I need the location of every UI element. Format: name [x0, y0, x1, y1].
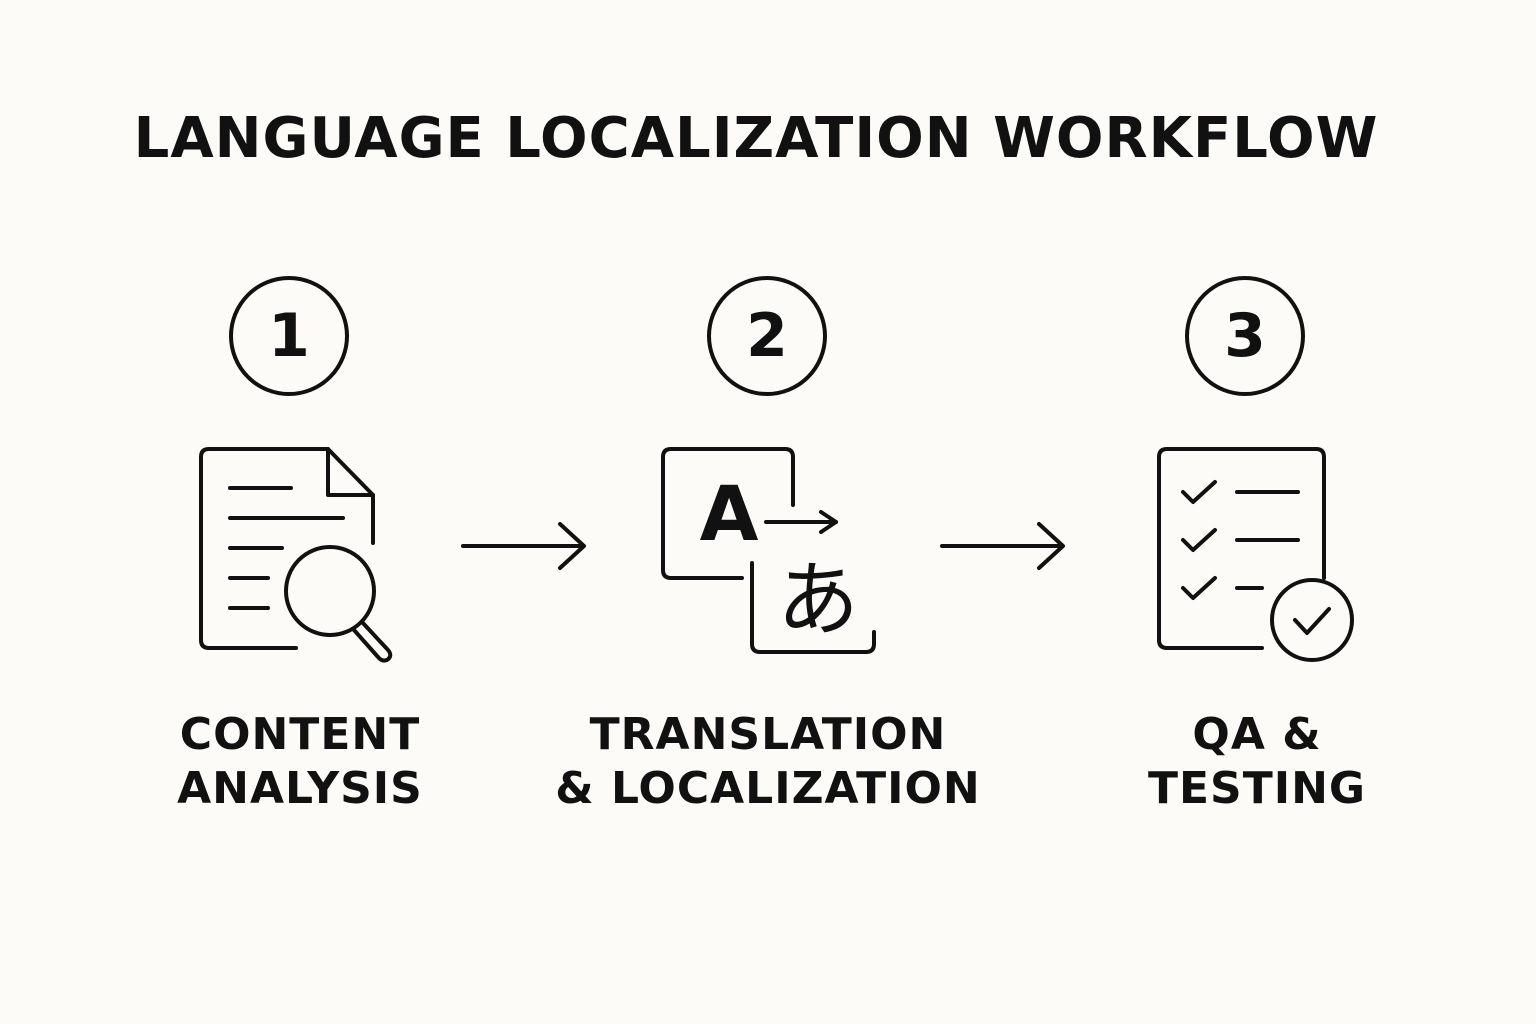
diagram-title: LANGUAGE LOCALIZATION WORKFLOW	[133, 106, 1379, 171]
step-3-label-line-2: TESTING	[1147, 763, 1367, 814]
step-2-label: TRANSLATION & LOCALIZATION	[538, 708, 998, 816]
document-search-icon	[199, 447, 393, 663]
step-3-label: QA & TESTING	[1027, 708, 1487, 816]
step-3-number: 3	[1185, 276, 1305, 396]
arrow-right-icon	[940, 522, 1065, 570]
translate-icon: A あ	[661, 447, 876, 654]
step-1-label-line-1: CONTENT	[179, 709, 421, 760]
step-1-label: CONTENT ANALYSIS	[70, 708, 530, 816]
step-2-label-line-2: & LOCALIZATION	[555, 763, 981, 814]
arrow-right-icon	[461, 522, 586, 570]
step-1-label-line-2: ANALYSIS	[177, 763, 423, 814]
translate-icon-kana-letter: あ	[777, 553, 859, 648]
step-2-number: 2	[707, 276, 827, 396]
step-2-label-line-1: TRANSLATION	[589, 709, 947, 760]
step-1-number: 1	[229, 276, 349, 396]
checklist-check-icon	[1157, 447, 1354, 662]
step-3-label-line-1: QA &	[1192, 709, 1322, 760]
translate-icon-latin-letter: A	[700, 469, 759, 558]
